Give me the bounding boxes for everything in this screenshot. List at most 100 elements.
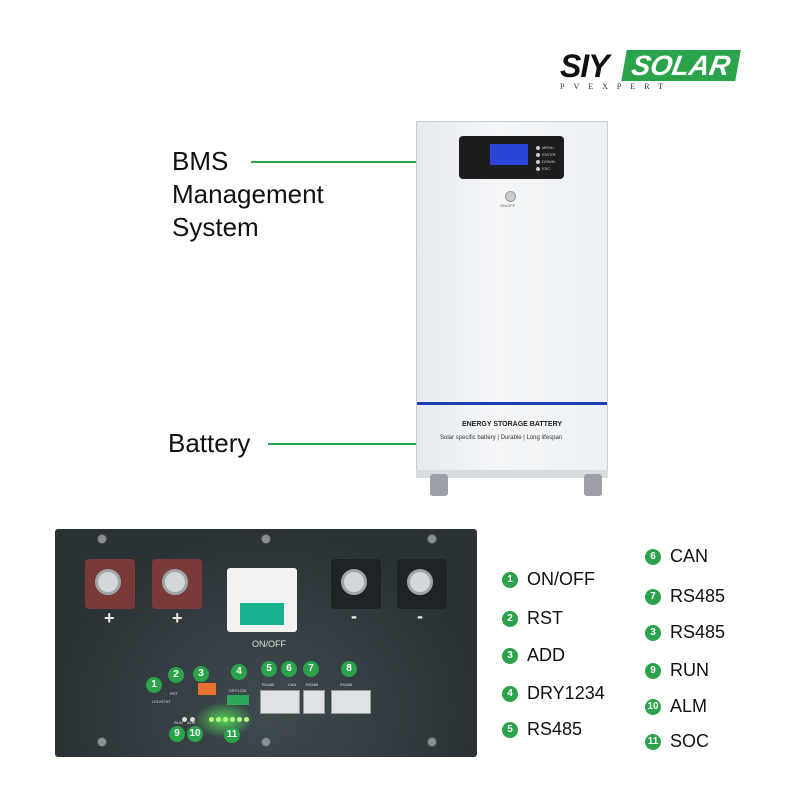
- enter-button-icon[interactable]: [536, 153, 540, 157]
- power-button-label: ON/OFF: [500, 203, 516, 208]
- legend-label: RST: [527, 608, 563, 628]
- terminal-bolt-icon: [341, 569, 367, 595]
- dry-label: DRY1234: [229, 688, 247, 693]
- logo-brand-dark: SIY: [560, 48, 610, 84]
- battery-cabinet: [416, 121, 608, 471]
- legend-label: ADD: [527, 645, 566, 665]
- power-button-icon[interactable]: [505, 191, 516, 202]
- legend-item: 2 RST: [502, 608, 563, 629]
- ledstat-label: LED/STAT: [152, 699, 171, 704]
- bms-callout-line: [251, 161, 425, 163]
- panel-callout-3: 3: [193, 666, 209, 682]
- address-dip-switch[interactable]: [198, 683, 216, 695]
- logo-brand-green: SOLAR: [621, 50, 741, 81]
- caster-wheel-icon: [430, 474, 448, 496]
- rs485-label: RS485: [262, 682, 275, 687]
- down-button-icon[interactable]: [536, 160, 540, 164]
- panel-callout-2: 2: [168, 667, 184, 683]
- soc-led-icon: [209, 717, 214, 722]
- alm-led-icon: [190, 717, 195, 722]
- legend-label: RS485: [670, 586, 726, 606]
- panel-callout-4: 4: [231, 664, 247, 680]
- screw-icon: [427, 534, 437, 544]
- legend-item: 3 ADD: [502, 645, 565, 666]
- legend-number: 5: [502, 721, 518, 738]
- alm-label: ALM: [187, 720, 196, 725]
- siy-solar-logo: SIY SOLAR PVEXPERT: [560, 48, 755, 94]
- panel-callout-10: 10: [187, 726, 203, 742]
- rst-label: RST: [170, 691, 178, 696]
- menu-button-label: MENU: [542, 145, 554, 150]
- soc-led-icon: [223, 717, 228, 722]
- soc-led-icon: [244, 717, 249, 722]
- menu-button-icon[interactable]: [536, 146, 540, 150]
- screw-icon: [261, 737, 271, 747]
- legend-number: 9: [645, 662, 661, 679]
- terminal-bolt-icon: [407, 569, 433, 595]
- terminal-sign: +: [104, 608, 115, 628]
- legend-label: ALM: [670, 696, 708, 716]
- screw-icon: [261, 534, 271, 544]
- rs485-port-b[interactable]: [331, 690, 371, 714]
- dry-contact-terminal: [227, 695, 249, 705]
- legend-number: 11: [645, 733, 661, 750]
- rs485-label: RS485: [340, 682, 353, 687]
- soc-led-icon: [230, 717, 235, 722]
- panel-callout-5: 5: [261, 661, 277, 677]
- screw-icon: [427, 737, 437, 747]
- screw-icon: [97, 737, 107, 747]
- legend-item: 9 RUN: [645, 660, 709, 681]
- legend-label: RUN: [670, 660, 709, 680]
- rs485-port-a[interactable]: [260, 690, 300, 714]
- legend-item: 4 DRY1234: [502, 683, 605, 704]
- run-label: RUN: [174, 720, 183, 725]
- panel-callout-9: 9: [169, 726, 185, 742]
- breaker-switch[interactable]: [240, 603, 284, 625]
- terminal-bolt-icon: [162, 569, 188, 595]
- legend-item: 10 ALM: [645, 696, 707, 717]
- panel-callout-8: 8: [341, 661, 357, 677]
- legend-item: 11 SOC: [645, 731, 709, 752]
- legend-number: 1: [502, 571, 518, 588]
- legend-item: 1 ON/OFF: [502, 569, 595, 590]
- run-led-icon: [182, 717, 187, 722]
- rs485-label: RS485: [306, 682, 319, 687]
- product-title: ENERGY STORAGE BATTERY: [461, 421, 563, 428]
- caster-wheel-icon: [584, 474, 602, 496]
- legend-item: 6 CAN: [645, 546, 708, 567]
- soc-led-icon: [216, 717, 221, 722]
- battery-callout-label: Battery: [168, 428, 251, 458]
- cabinet-base: [416, 470, 608, 478]
- legend-label: RS485: [527, 719, 583, 739]
- panel-callout-1: 1: [146, 677, 162, 693]
- bms-callout-label: BMS Management System: [172, 146, 324, 242]
- product-features: Solar specific battery | Durable | Long …: [440, 435, 563, 441]
- down-button-label: DOWN: [542, 159, 555, 164]
- terminal-sign: -: [417, 606, 423, 626]
- legend-number: 10: [645, 698, 661, 715]
- legend-number: 3: [645, 624, 661, 641]
- logo-tagline: PVEXPERT: [560, 82, 672, 91]
- can-label: CAN: [288, 682, 297, 687]
- breaker-label: ON/OFF: [252, 639, 286, 649]
- legend-label: ON/OFF: [527, 569, 595, 589]
- panel-callout-11: 11: [224, 727, 240, 743]
- battery-callout-line: [268, 443, 428, 445]
- legend-item: 3 RS485: [645, 622, 725, 643]
- enter-button-label: ENTER: [542, 152, 556, 157]
- cabinet-stripe: [417, 402, 607, 405]
- legend-number: 6: [645, 548, 661, 565]
- can-port[interactable]: [303, 690, 325, 714]
- soc-led-icon: [237, 717, 242, 722]
- legend-label: DRY1234: [527, 683, 605, 703]
- terminal-sign: +: [172, 608, 183, 628]
- legend-number: 7: [645, 588, 661, 605]
- bms-lcd-screen: [490, 144, 528, 165]
- legend-item: 5 RS485: [502, 719, 582, 740]
- legend-number: 2: [502, 610, 518, 627]
- legend-label: CAN: [670, 546, 709, 566]
- panel-callout-7: 7: [303, 661, 319, 677]
- esc-button-icon[interactable]: [536, 167, 540, 171]
- legend-label: SOC: [670, 731, 710, 751]
- panel-callout-6: 6: [281, 661, 297, 677]
